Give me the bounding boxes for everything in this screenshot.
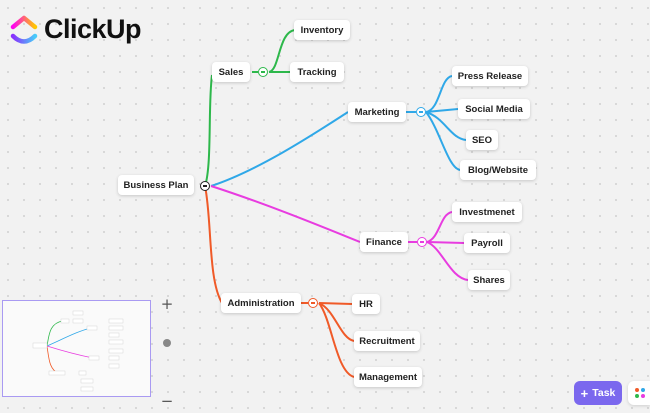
link-marketing-press xyxy=(425,75,453,113)
zoom-out-button[interactable]: − xyxy=(160,392,174,410)
leaf-label: HR xyxy=(359,298,373,310)
clickup-logo: ClickUp xyxy=(10,14,142,45)
minimap-node xyxy=(108,355,120,361)
root-node-label: Business Plan xyxy=(123,179,189,191)
leaf-label: Blog/Website xyxy=(468,164,528,176)
branch-label-marketing: Marketing xyxy=(354,106,400,118)
task-button-label: Task xyxy=(592,387,616,399)
leaf-node-social-media[interactable]: Social Media xyxy=(458,99,530,119)
leaf-label: Management xyxy=(358,371,418,383)
link-admin-mgmt xyxy=(318,302,355,378)
leaf-label: Social Media xyxy=(465,103,523,115)
branch-node-marketing[interactable]: Marketing xyxy=(348,102,406,122)
minimap-link xyxy=(46,345,60,375)
minimap-node xyxy=(108,348,124,354)
link-sales-inventory xyxy=(268,29,296,73)
plus-icon: + xyxy=(160,295,174,313)
leaf-label: Payroll xyxy=(471,237,503,249)
minimap-link xyxy=(46,320,64,347)
branch-label-finance: Finance xyxy=(366,236,402,248)
leaf-node-tracking[interactable]: Tracking xyxy=(290,62,344,82)
leaf-node-shares[interactable]: Shares xyxy=(468,270,510,290)
minus-icon: − xyxy=(160,392,174,410)
leaf-node-management[interactable]: Management xyxy=(354,367,422,387)
minimap-node xyxy=(72,318,84,324)
minimap-node xyxy=(108,332,120,338)
link-marketing-seo xyxy=(425,111,467,141)
branch-label-sales: Sales xyxy=(218,66,244,78)
minimap-node xyxy=(108,339,124,345)
minimap-node xyxy=(32,342,48,349)
leaf-node-recruitment[interactable]: Recruitment xyxy=(354,331,420,351)
link-root-marketing xyxy=(210,111,349,187)
minimap-link xyxy=(46,345,94,359)
minimap-node xyxy=(86,325,98,331)
clickup-logo-icon xyxy=(10,15,38,44)
link-finance-payroll xyxy=(426,241,465,244)
zoom-in-button[interactable]: + xyxy=(160,295,174,313)
leaf-node-inventory[interactable]: Inventory xyxy=(294,20,350,40)
leaf-node-blog-website[interactable]: Blog/Website xyxy=(460,160,536,180)
minimap-node xyxy=(88,355,100,361)
minimap-node xyxy=(78,370,87,376)
minimap[interactable] xyxy=(2,300,151,397)
link-root-finance xyxy=(210,185,361,243)
leaf-node-press-release[interactable]: Press Release xyxy=(452,66,528,86)
minimap-node xyxy=(108,363,120,369)
collapse-minus-icon[interactable] xyxy=(308,298,318,308)
link-finance-shares xyxy=(426,241,469,281)
minimap-node xyxy=(60,318,70,324)
leaf-label: SEO xyxy=(471,134,493,146)
collapse-minus-icon[interactable] xyxy=(416,107,426,117)
branch-node-sales[interactable]: Sales xyxy=(212,62,250,82)
zoom-reset-dot[interactable] xyxy=(163,339,171,347)
link-admin-recruit xyxy=(318,302,355,342)
leaf-node-payroll[interactable]: Payroll xyxy=(464,233,510,253)
link-admin-hr xyxy=(318,302,353,305)
collapse-minus-icon[interactable] xyxy=(258,67,268,77)
leaf-label: Press Release xyxy=(457,70,523,82)
link-root-sales xyxy=(204,74,213,187)
minimap-node xyxy=(72,310,84,316)
minimap-link xyxy=(46,327,92,347)
minimap-node xyxy=(108,318,124,324)
link-root-admin xyxy=(204,185,223,304)
leaf-label: Investmenet xyxy=(459,206,515,218)
minimap-node xyxy=(80,386,94,392)
minimap-node xyxy=(48,370,66,376)
logo-text: ClickUp xyxy=(44,14,142,44)
leaf-label: Shares xyxy=(473,274,505,286)
apps-button[interactable] xyxy=(628,381,650,405)
link-marketing-blog xyxy=(425,111,461,171)
leaf-label: Tracking xyxy=(297,66,337,78)
collapse-minus-icon[interactable] xyxy=(417,237,427,247)
leaf-label: Inventory xyxy=(300,24,344,36)
minimap-node xyxy=(80,378,94,384)
leaf-label: Recruitment xyxy=(359,335,415,347)
link-marketing-social xyxy=(425,108,459,113)
branch-label-administration: Administration xyxy=(227,297,295,309)
branch-node-administration[interactable]: Administration xyxy=(221,293,301,313)
leaf-node-hr[interactable]: HR xyxy=(352,294,380,314)
leaf-node-investmenet[interactable]: Investmenet xyxy=(452,202,522,222)
minimap-node xyxy=(108,325,124,331)
collapse-minus-icon[interactable] xyxy=(200,181,210,191)
mindmap-root-node[interactable]: Business Plan xyxy=(118,175,194,195)
leaf-node-seo[interactable]: SEO xyxy=(466,130,498,150)
apps-grid-icon xyxy=(635,388,645,398)
add-task-button[interactable]: + Task xyxy=(574,381,622,405)
plus-icon: + xyxy=(580,385,589,401)
minimap-preview xyxy=(32,310,124,392)
link-finance-invest xyxy=(426,211,453,243)
branch-node-finance[interactable]: Finance xyxy=(360,232,408,252)
